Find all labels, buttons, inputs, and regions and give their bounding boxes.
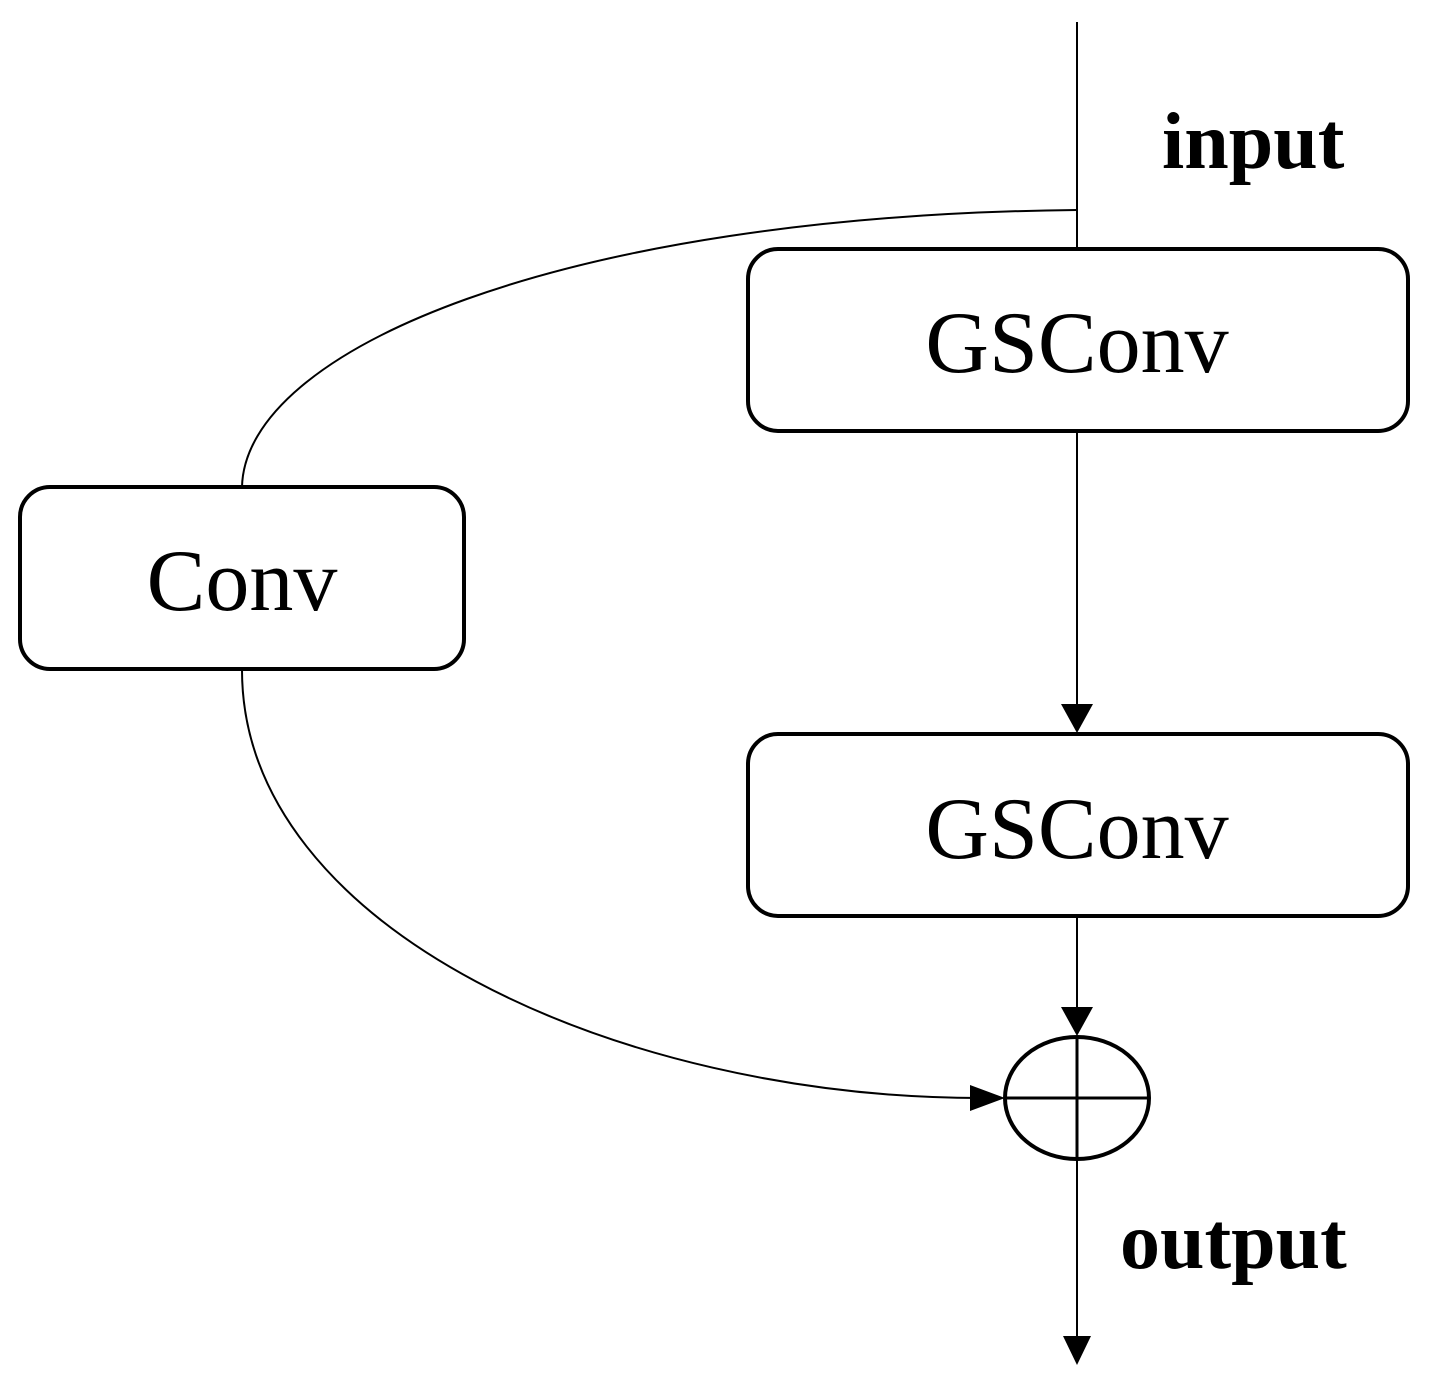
output-arrowhead — [1063, 1336, 1091, 1365]
gsconv-bottom-block: GSConv — [746, 732, 1410, 918]
skip-branch-lower-curve — [241, 669, 981, 1099]
conv-block: Conv — [18, 485, 466, 671]
conv-label: Conv — [147, 533, 338, 630]
conv-box — [18, 485, 466, 671]
gsconv-top-label: GSConv — [925, 295, 1228, 392]
skip-branch-upper-curve — [241, 209, 1078, 488]
output-label: output — [1120, 1198, 1347, 1286]
sum-node — [1003, 1035, 1151, 1161]
gsconv-bottom-label: GSConv — [925, 781, 1228, 878]
skip-arrowhead — [970, 1085, 1005, 1111]
gsconv-top-block: GSConv — [746, 247, 1410, 433]
gsconv-to-sum-arrowhead — [1061, 1007, 1093, 1036]
gsconv-link-arrowhead — [1061, 704, 1093, 733]
input-label: input — [1162, 98, 1345, 186]
